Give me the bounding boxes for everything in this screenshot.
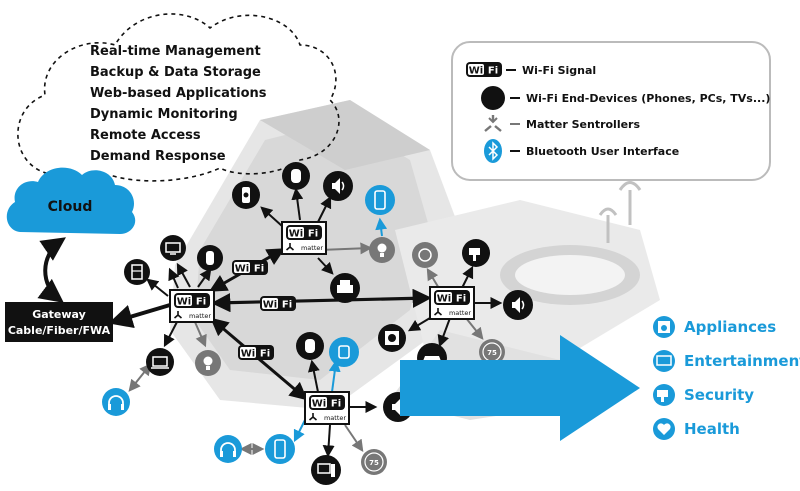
category-appliances: Appliances bbox=[653, 316, 776, 338]
camera-device-icon bbox=[462, 239, 490, 267]
wifi-badge-icon bbox=[466, 62, 502, 77]
category-label: Security bbox=[684, 386, 754, 404]
gateway-box: Gateway Cable/Fiber/FWA bbox=[5, 302, 113, 342]
tv-device-icon bbox=[160, 235, 186, 261]
hub-label: matter bbox=[449, 309, 471, 317]
headphones-bluetooth-icon bbox=[102, 388, 130, 416]
category-entertainment: Entertainment bbox=[653, 350, 800, 372]
category-label: Appliances bbox=[684, 318, 776, 336]
end-device-dot-icon bbox=[481, 86, 505, 110]
washer-device-icon bbox=[378, 324, 406, 352]
thermostat-value: 75 bbox=[369, 459, 379, 467]
hub-bottom: matter bbox=[304, 391, 350, 425]
thermostat-controller-icon: 75 bbox=[479, 339, 505, 365]
audio-speaker-device-icon bbox=[323, 171, 353, 201]
category-security: Security bbox=[653, 384, 754, 406]
big-arrow-icon bbox=[400, 335, 640, 441]
cloud-label: Cloud bbox=[48, 199, 93, 215]
doorbell-device-icon bbox=[232, 181, 260, 209]
capability-item: Backup & Data Storage bbox=[90, 65, 261, 80]
hub-top: matter bbox=[281, 221, 327, 255]
capability-item: Dynamic Monitoring bbox=[90, 107, 238, 122]
smart-speaker-device-icon bbox=[296, 332, 324, 360]
wifi-badge-icon bbox=[309, 395, 345, 410]
cloud-gateway-link bbox=[37, 237, 66, 303]
category-label: Entertainment bbox=[684, 352, 800, 370]
hub-right: matter bbox=[429, 286, 475, 320]
capability-item: Web-based Applications bbox=[90, 86, 267, 101]
printer-device-icon bbox=[330, 273, 360, 303]
legend-end-devices: Wi-Fi End-Devices (Phones, PCs, TVs...) bbox=[526, 92, 770, 105]
cloud-capability-list: Real-time Management Backup & Data Stora… bbox=[90, 44, 267, 164]
wifi-link-badge-icon bbox=[260, 296, 296, 311]
lightbulb-controller-icon bbox=[369, 237, 395, 263]
phone-bluetooth-icon bbox=[365, 185, 395, 215]
legend-controllers: Matter Sentrollers bbox=[526, 118, 640, 131]
speaker-device-icon bbox=[197, 245, 223, 271]
hub-label: matter bbox=[189, 312, 211, 320]
doorbell-controller-icon bbox=[412, 242, 438, 268]
capability-item: Real-time Management bbox=[90, 44, 261, 59]
smart-speaker-device-icon bbox=[282, 162, 310, 190]
capability-item: Remote Access bbox=[90, 128, 201, 143]
hub-label: matter bbox=[324, 414, 346, 422]
legend: Wi-Fi Signal Wi-Fi End-Devices (Phones, … bbox=[451, 41, 771, 181]
laptop-device-icon bbox=[146, 348, 174, 376]
bluetooth-icon bbox=[484, 139, 502, 163]
thermostat-controller-icon: 75 bbox=[361, 449, 387, 475]
wifi-badge-icon bbox=[434, 290, 470, 305]
legend-wifi-signal: Wi-Fi Signal bbox=[522, 64, 596, 77]
hub-label: matter bbox=[301, 244, 323, 252]
smartwatch-bluetooth-icon bbox=[329, 337, 359, 367]
phone-bluetooth-icon bbox=[265, 434, 295, 464]
category-label: Health bbox=[684, 420, 740, 438]
category-health: Health bbox=[653, 418, 740, 440]
headphones-bluetooth-icon bbox=[214, 435, 242, 463]
fridge-device-icon bbox=[124, 259, 150, 285]
wifi-link-badge-icon bbox=[238, 345, 274, 360]
gateway-hub-link bbox=[108, 303, 171, 329]
desktop-device-icon bbox=[311, 455, 341, 485]
wifi-badge-icon bbox=[174, 293, 210, 308]
capability-item: Demand Response bbox=[90, 149, 226, 164]
gateway-subtitle: Cable/Fiber/FWA bbox=[8, 324, 111, 337]
matter-controller-icon bbox=[484, 115, 502, 132]
gateway-title: Gateway bbox=[32, 308, 86, 321]
category-list: Appliances Entertainment Security Health bbox=[653, 316, 800, 440]
cloud-outline bbox=[17, 13, 340, 184]
hub-main: matter bbox=[169, 289, 215, 323]
legend-bluetooth: Bluetooth User Interface bbox=[526, 145, 679, 158]
wifi-link-badge-icon bbox=[232, 260, 268, 275]
cloud-node: Cloud bbox=[6, 167, 136, 234]
audio-speaker-device-icon bbox=[503, 290, 533, 320]
thermostat-value: 75 bbox=[487, 349, 497, 357]
wifi-badge-icon bbox=[286, 225, 322, 240]
lightbulb-controller-icon bbox=[195, 350, 221, 376]
